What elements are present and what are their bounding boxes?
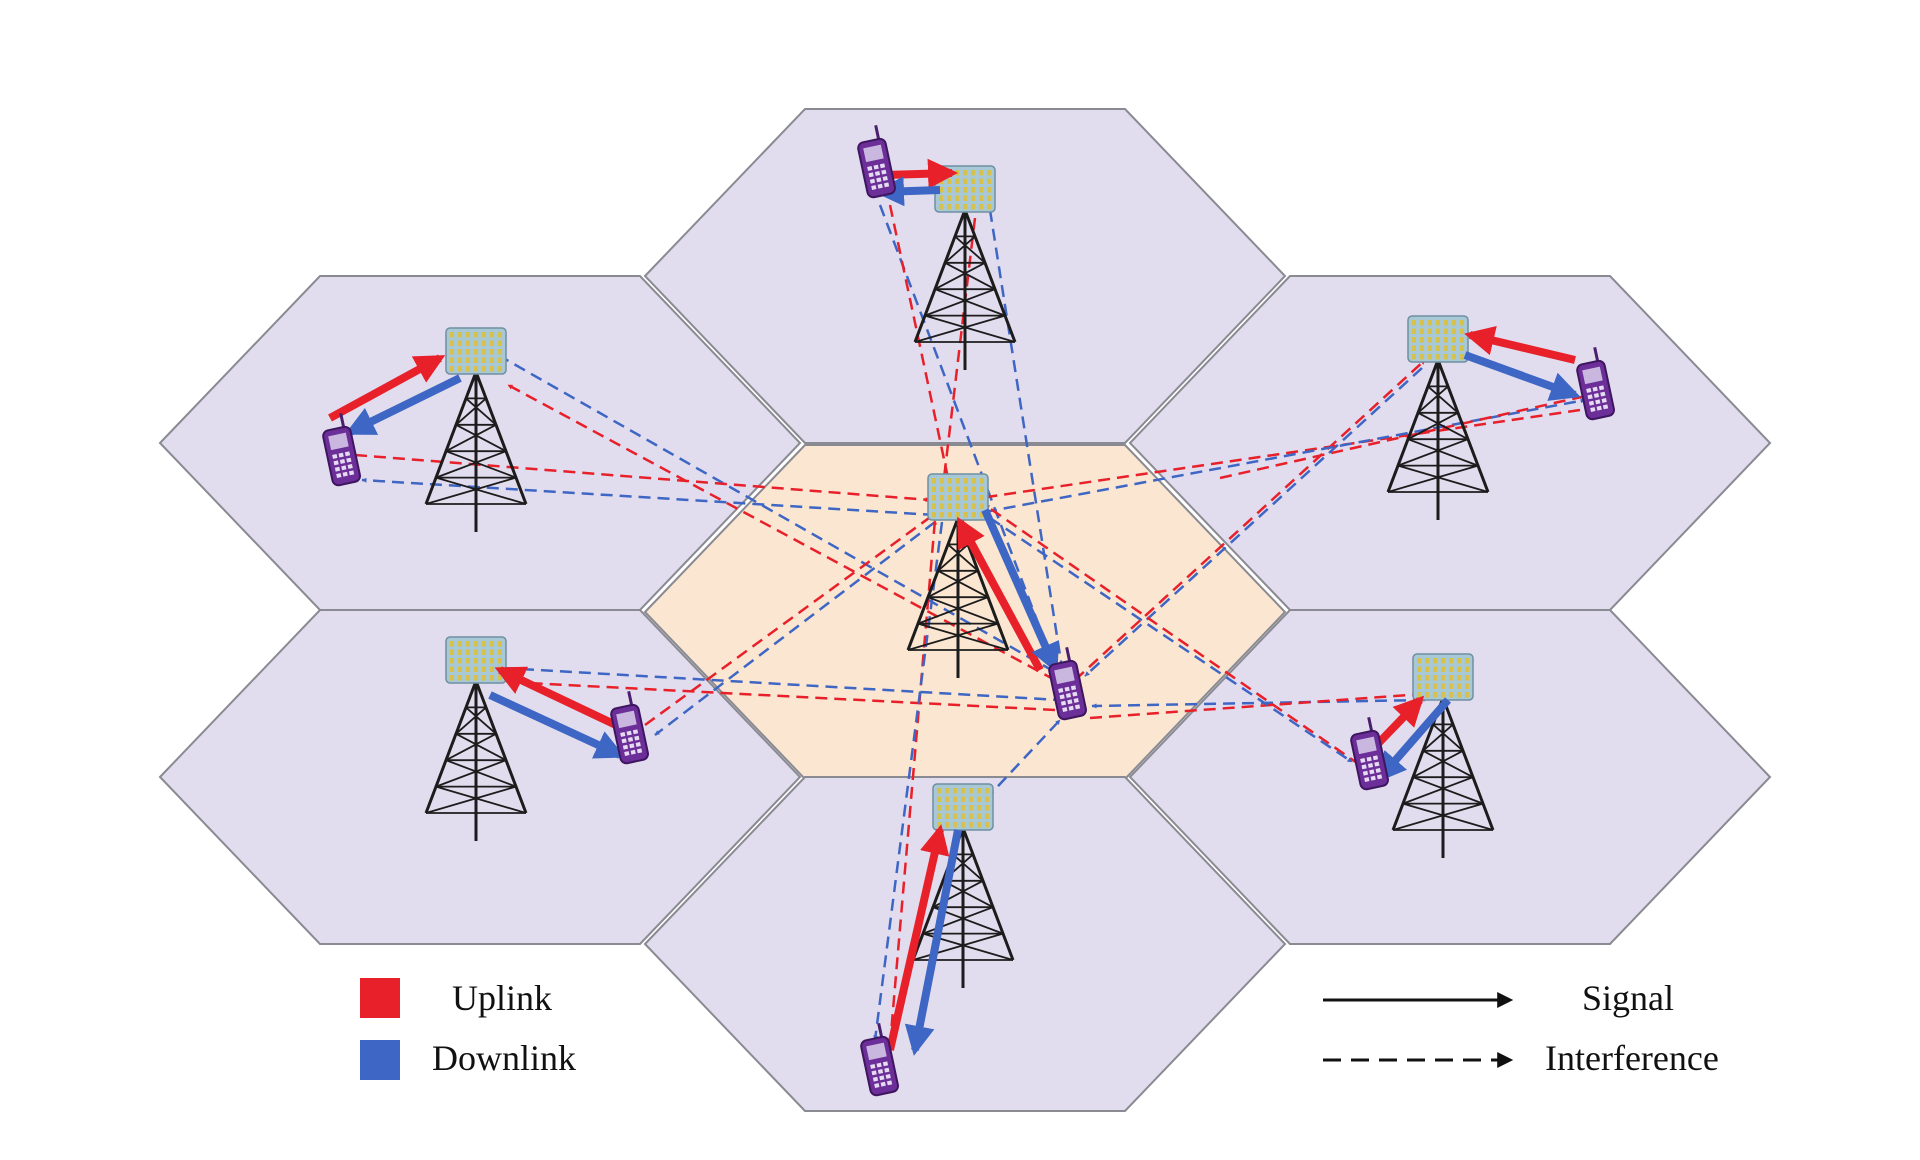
antenna-panel-icon [445, 636, 507, 684]
signal-legend-label: Signal [1582, 978, 1674, 1018]
interference-uplink-23 [1219, 393, 1591, 480]
signal-links [328, 158, 1581, 1056]
mobile-phone-icon [610, 690, 649, 765]
downlink-legend-label: Downlink [432, 1038, 576, 1078]
interference-downlink-16 [1091, 698, 1426, 709]
base-station-lower-right [1391, 653, 1495, 858]
signal-uplink-4 [1464, 325, 1576, 364]
interference-downlink-15 [654, 521, 936, 736]
interference-downlink-8 [1084, 367, 1423, 677]
interference-uplink-10 [979, 408, 1581, 500]
mobile-phone-icon [1350, 716, 1389, 791]
uplink-legend-label: Uplink [452, 978, 552, 1018]
interference-downlink-2 [988, 209, 1064, 669]
mobile-phone-icon [1576, 346, 1615, 421]
antenna-panel-icon [932, 783, 994, 831]
interference-uplink-14 [644, 508, 941, 727]
interference-downlink-12 [502, 666, 1061, 703]
signal-downlink-3 [344, 374, 462, 436]
interference-downlink-21 [873, 521, 944, 1041]
signal-uplink-0 [884, 158, 958, 189]
signal-uplink-12 [886, 824, 950, 1051]
base-station-lower-left [424, 636, 528, 841]
signal-downlink-7 [488, 691, 626, 759]
uplink-swatch [360, 978, 400, 1018]
mobile-phone-icon [1048, 646, 1087, 721]
antenna-panel-icon [445, 327, 507, 375]
interference-uplink-6 [354, 453, 931, 503]
signal-downlink-9 [981, 508, 1059, 674]
signal-uplink-8 [956, 516, 1044, 672]
interference-links [354, 204, 1591, 1046]
interference-uplink-20 [888, 519, 938, 1046]
antenna-panel-icon [1407, 315, 1469, 363]
base-station-bottom [911, 783, 1015, 988]
antenna-panel-icon [927, 473, 989, 521]
interference-downlink-19 [989, 516, 1353, 764]
interference-uplink-5 [507, 383, 1056, 682]
interference-uplink-18 [984, 503, 1361, 767]
signal-downlink-5 [1463, 351, 1581, 401]
interference-uplink-3 [942, 217, 977, 479]
base-station-upper-left [424, 327, 528, 532]
interference-downlink-4 [497, 353, 1063, 678]
mobile-phone-icon [322, 412, 361, 487]
base-station-upper-right [1386, 315, 1490, 520]
mobile-phone-icon [857, 124, 896, 199]
signal-downlink-11 [1376, 697, 1452, 783]
legend: Uplink Downlink Signal Interference [360, 978, 1719, 1080]
phones-layer [322, 124, 1615, 1097]
interference-uplink-13 [507, 679, 1056, 712]
downlink-swatch [360, 1040, 400, 1080]
cell-lower-left [158, 609, 802, 945]
interference-downlink-11 [984, 398, 1586, 514]
antenna-panel-icon [1412, 653, 1474, 701]
interference-downlink-7 [361, 477, 936, 517]
towers-layer [424, 165, 1495, 988]
interference-legend-label: Interference [1545, 1038, 1719, 1078]
interference-downlink-0 [878, 204, 1057, 669]
signal-downlink-13 [904, 829, 962, 1056]
interference-uplink-9 [1074, 359, 1426, 681]
mobile-phone-icon [860, 1022, 899, 1097]
